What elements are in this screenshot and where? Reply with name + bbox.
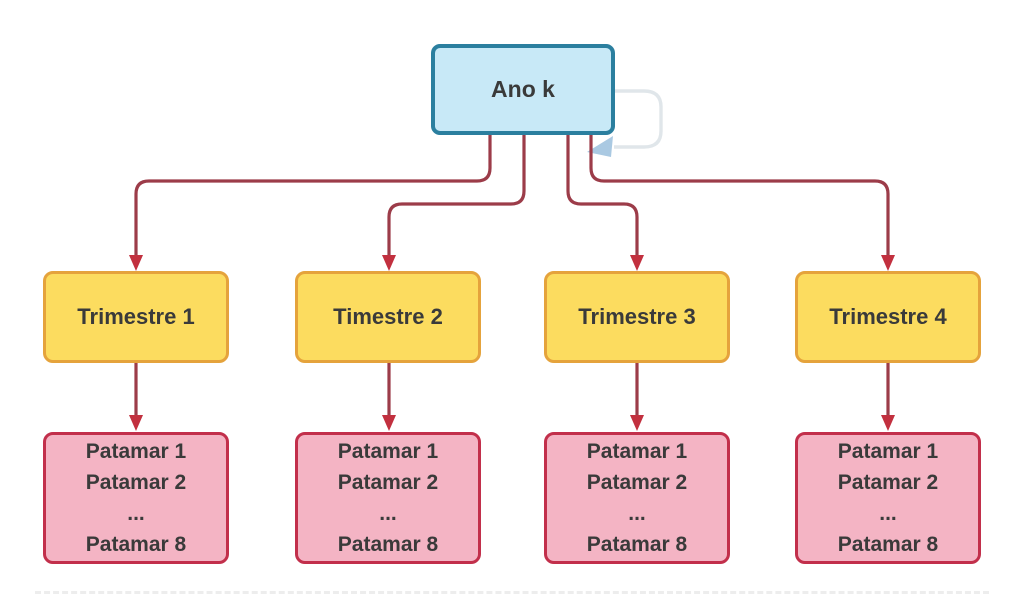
self-loop-line <box>614 89 663 149</box>
node-trimestre-1-label: Trimestre 1 <box>77 304 195 329</box>
edge-trimestre-1-to-patamares <box>129 363 143 431</box>
arrowhead-icon <box>129 415 143 431</box>
level-line-ellipsis: ... <box>379 502 397 525</box>
level-line-ellipsis: ... <box>628 502 646 525</box>
node-trimestre-3-label: Trimestre 3 <box>578 304 696 329</box>
edge-root-to-trimestre-4 <box>589 135 895 271</box>
node-patamares-2: Patamar 1 Patamar 2 ... Patamar 8 <box>295 432 481 564</box>
arrowhead-icon <box>881 255 895 271</box>
level-line-ellipsis: ... <box>879 502 897 525</box>
self-loop-arrowhead-icon <box>587 136 613 157</box>
node-patamares-3: Patamar 1 Patamar 2 ... Patamar 8 <box>544 432 730 564</box>
edge-root-to-trimestre-3 <box>566 135 644 271</box>
edge-trimestre-4-to-patamares <box>881 363 895 431</box>
arrowhead-icon <box>881 415 895 431</box>
node-trimestre-1: Trimestre 1 <box>43 271 229 363</box>
node-trimestre-4-label: Trimestre 4 <box>829 304 947 329</box>
level-line: Patamar 1 <box>85 440 187 463</box>
level-line: Patamar 1 <box>337 440 439 463</box>
page-bottom-divider <box>35 591 989 594</box>
arrowhead-icon <box>630 255 644 271</box>
level-line: Patamar 8 <box>586 533 688 556</box>
level-line: Patamar 2 <box>586 471 688 494</box>
level-line-ellipsis: ... <box>127 502 145 525</box>
node-trimestre-4: Trimestre 4 <box>795 271 981 363</box>
level-line: Patamar 1 <box>837 440 939 463</box>
node-trimestre-3: Trimestre 3 <box>544 271 730 363</box>
arrowhead-icon <box>382 415 396 431</box>
arrowhead-icon <box>129 255 143 271</box>
level-line: Patamar 2 <box>837 471 939 494</box>
level-line: Patamar 8 <box>85 533 187 556</box>
edge-trimestre-2-to-patamares <box>382 363 396 431</box>
level-line: Patamar 8 <box>837 533 939 556</box>
edge-root-to-trimestre-2 <box>382 135 526 271</box>
level-line: Patamar 2 <box>337 471 439 494</box>
node-patamares-4: Patamar 1 Patamar 2 ... Patamar 8 <box>795 432 981 564</box>
node-trimestre-2: Timestre 2 <box>295 271 481 363</box>
level-line: Patamar 1 <box>586 440 688 463</box>
arrowhead-icon <box>382 255 396 271</box>
edge-root-to-trimestre-1 <box>129 135 492 271</box>
node-patamares-1: Patamar 1 Patamar 2 ... Patamar 8 <box>43 432 229 564</box>
level-line: Patamar 8 <box>337 533 439 556</box>
level-line: Patamar 2 <box>85 471 187 494</box>
node-ano-k-label: Ano k <box>491 76 555 102</box>
arrowhead-icon <box>630 415 644 431</box>
self-loop-arrow <box>587 89 663 157</box>
node-ano-k: Ano k <box>431 44 615 135</box>
node-trimestre-2-label: Timestre 2 <box>333 304 443 329</box>
edge-trimestre-3-to-patamares <box>630 363 644 431</box>
